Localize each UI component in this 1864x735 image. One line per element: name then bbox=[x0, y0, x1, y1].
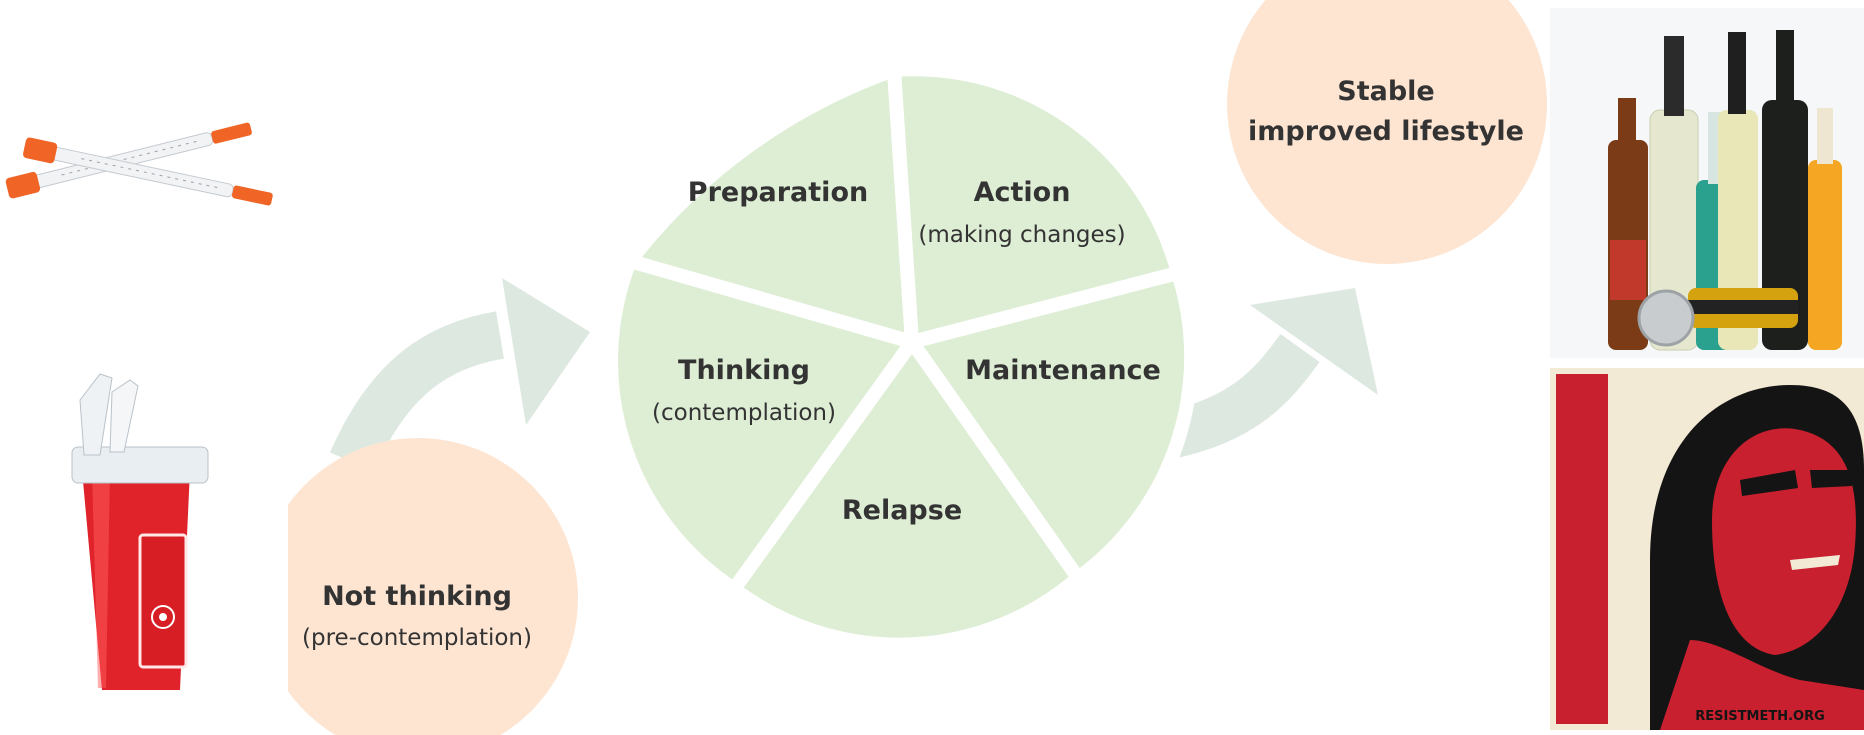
sharps-container-image bbox=[71, 373, 209, 690]
maintenance-segment bbox=[905, 266, 1199, 585]
resist-meth-footer: RESISTMETH.ORG bbox=[1695, 709, 1825, 724]
action-label: Action bbox=[974, 177, 1071, 208]
stable-circle: Stable improved lifestyle bbox=[1227, 0, 1547, 264]
not-thinking-circle: Not thinking (pre-contemplation) bbox=[288, 438, 578, 735]
arrow-to-thinking bbox=[330, 278, 590, 472]
resist-meth-poster: RESIST METH RESISTMETH.ORG bbox=[1550, 368, 1864, 730]
arrow-to-stable bbox=[1164, 288, 1378, 459]
relapse-segment bbox=[727, 335, 1085, 652]
stable-label: Stable bbox=[1337, 76, 1434, 107]
not-thinking-label: Not thinking bbox=[322, 581, 512, 612]
pre-contemplation-label: (pre-contemplation) bbox=[302, 625, 532, 651]
maintenance-label: Maintenance bbox=[965, 355, 1161, 386]
resist-meth-title: RESIST METH bbox=[1561, 427, 1605, 712]
contemplation-label: (contemplation) bbox=[652, 400, 836, 426]
thinking-label: Thinking bbox=[678, 355, 810, 386]
syringes-image bbox=[5, 122, 273, 206]
improved-lifestyle-label: improved lifestyle bbox=[1248, 116, 1524, 147]
alcohol-bottles-image bbox=[1550, 8, 1864, 358]
thinking-segment bbox=[604, 254, 919, 596]
action-segment bbox=[887, 62, 1185, 349]
making-changes-label: (making changes) bbox=[918, 222, 1125, 248]
preparation-label: Preparation bbox=[688, 177, 868, 208]
stages-wheel: Preparation Action (making changes) Thin… bbox=[604, 62, 1199, 652]
relapse-label: Relapse bbox=[842, 495, 962, 526]
